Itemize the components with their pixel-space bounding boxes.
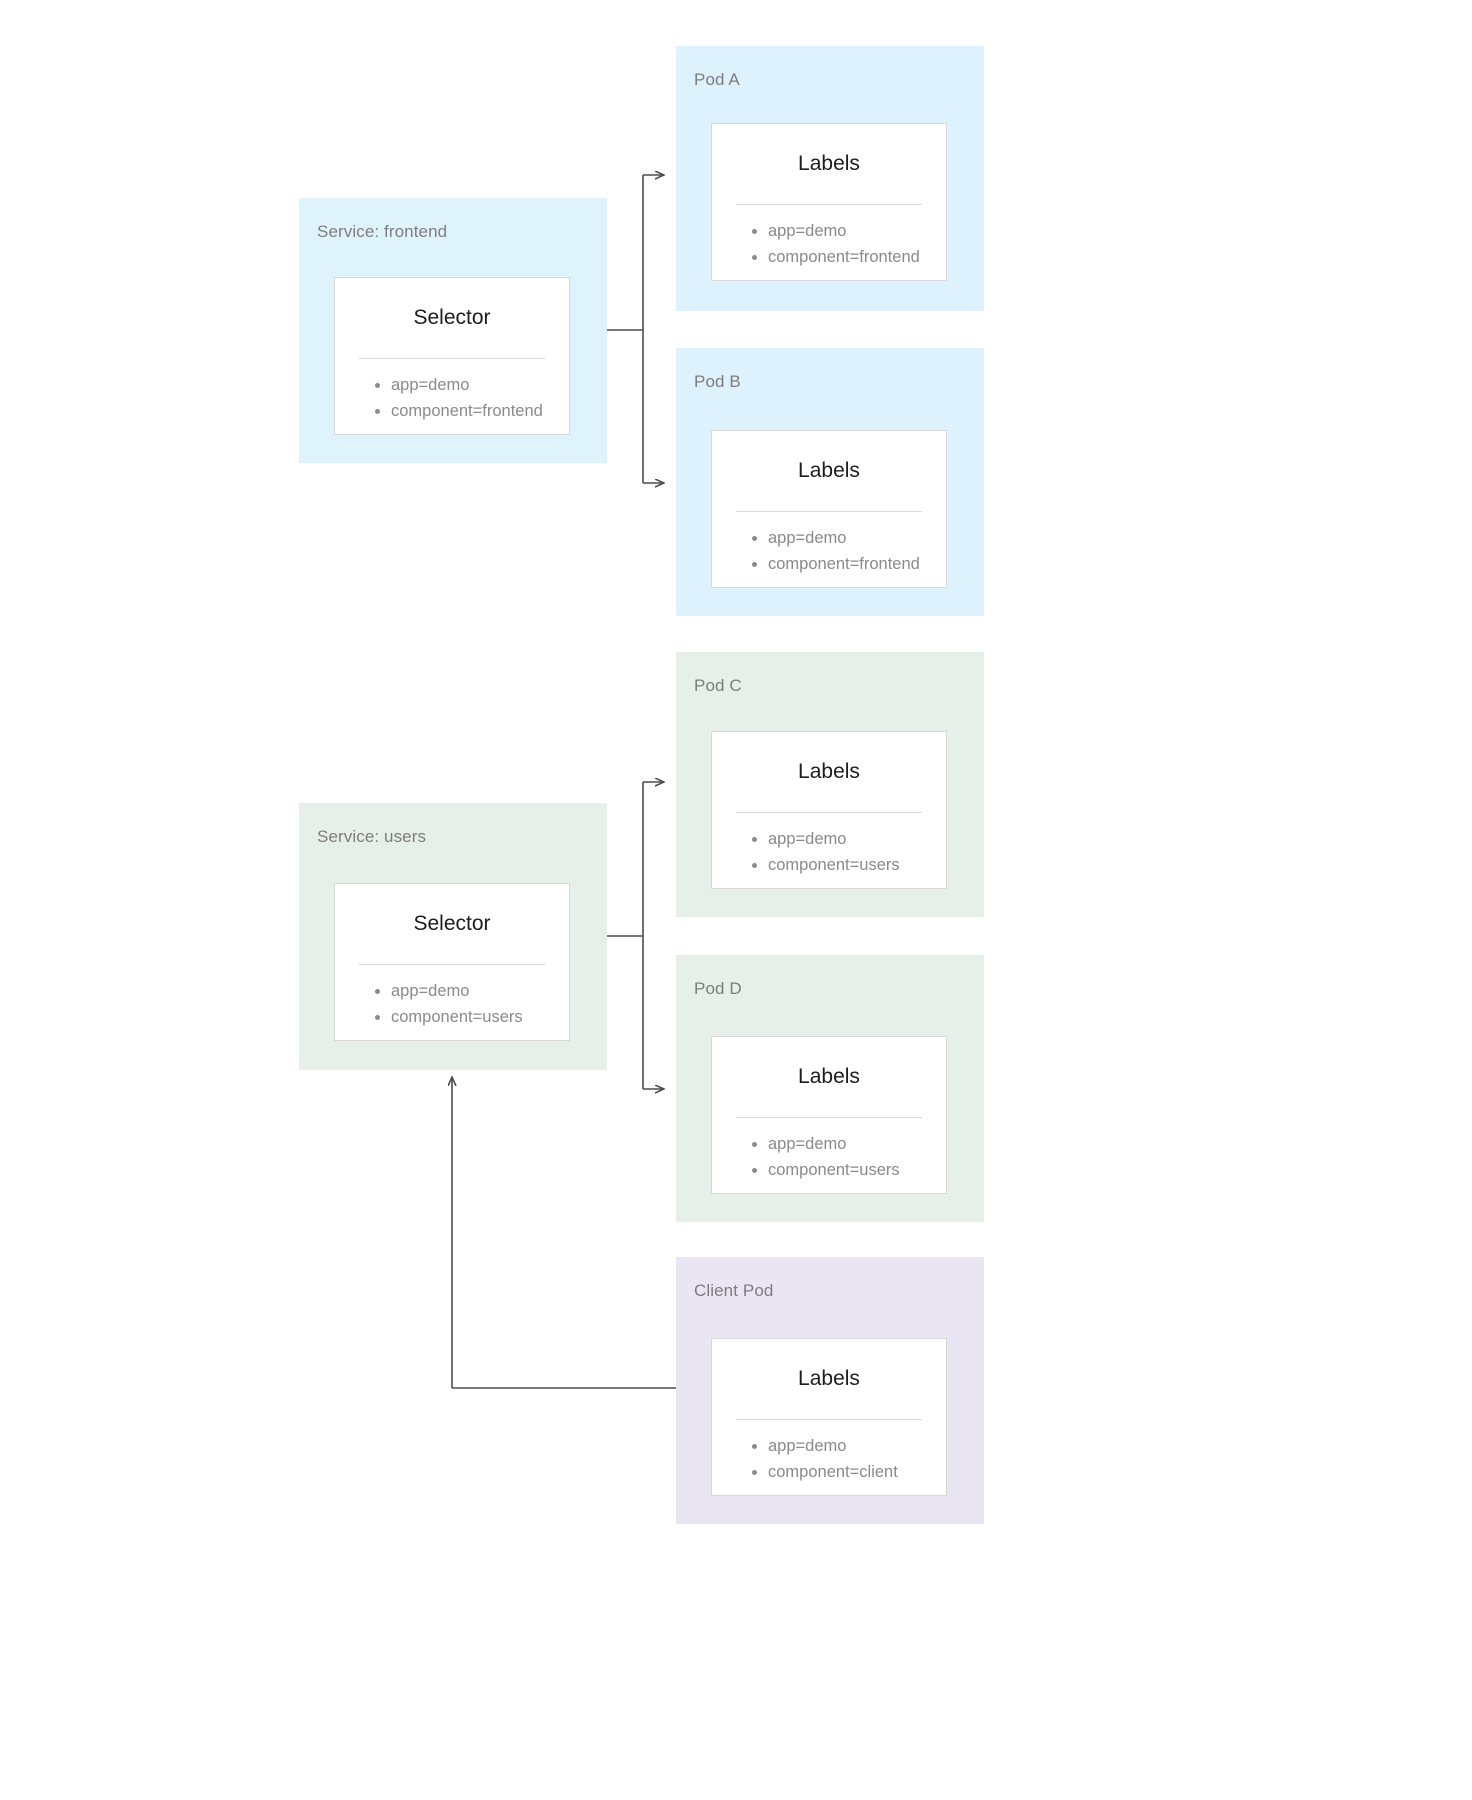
pod-c-card-heading: Labels xyxy=(798,760,860,783)
list-item: app=demo xyxy=(768,526,946,552)
connector-client-to-users xyxy=(452,1077,676,1389)
client-pod-title: Client Pod xyxy=(694,1281,774,1300)
pod-a-card-heading: Labels xyxy=(798,152,860,175)
list-item: component=frontend xyxy=(768,245,946,271)
connector-frontend-fork xyxy=(607,175,664,483)
service-frontend-selector-list: app=demo component=frontend xyxy=(335,373,569,424)
list-item: app=demo xyxy=(768,1434,946,1460)
client-pod-label-list: app=demo component=client xyxy=(712,1434,946,1485)
list-item: component=frontend xyxy=(768,552,946,578)
service-users-selector-card: Selector app=demo component=users xyxy=(334,883,570,1041)
pod-a-group: Pod A Labels app=demo component=frontend xyxy=(676,46,984,311)
pod-a-labels-card: Labels app=demo component=frontend xyxy=(711,123,947,281)
pod-c-title: Pod C xyxy=(694,676,742,695)
pod-a-title: Pod A xyxy=(694,70,740,89)
list-item: app=demo xyxy=(768,827,946,853)
service-frontend-selector-card: Selector app=demo component=frontend xyxy=(334,277,570,435)
pod-a-label-list: app=demo component=frontend xyxy=(712,219,946,270)
service-frontend-group: Service: frontend Selector app=demo comp… xyxy=(299,198,607,463)
client-pod-card-divider xyxy=(736,1419,922,1420)
list-item: app=demo xyxy=(391,979,569,1005)
pod-b-label-list: app=demo component=frontend xyxy=(712,526,946,577)
list-item: component=users xyxy=(391,1005,569,1031)
service-frontend-card-divider xyxy=(359,358,545,359)
pod-d-title: Pod D xyxy=(694,979,742,998)
service-users-card-divider xyxy=(359,964,545,965)
client-pod-group: Client Pod Labels app=demo component=cli… xyxy=(676,1257,984,1524)
pod-d-card-divider xyxy=(736,1117,922,1118)
list-item: component=client xyxy=(768,1460,946,1486)
list-item: app=demo xyxy=(768,219,946,245)
pod-c-card-divider xyxy=(736,812,922,813)
pod-b-title: Pod B xyxy=(694,372,741,391)
service-frontend-card-heading: Selector xyxy=(413,306,491,329)
service-users-title: Service: users xyxy=(317,827,427,846)
pod-b-labels-card: Labels app=demo component=frontend xyxy=(711,430,947,588)
service-frontend-title: Service: frontend xyxy=(317,222,448,241)
pod-b-card-heading: Labels xyxy=(798,459,860,482)
service-users-group: Service: users Selector app=demo compone… xyxy=(299,803,607,1070)
client-pod-labels-card: Labels app=demo component=client xyxy=(711,1338,947,1496)
pod-a-card-divider xyxy=(736,204,922,205)
list-item: component=users xyxy=(768,853,946,879)
list-item: component=frontend xyxy=(391,399,569,425)
list-item: app=demo xyxy=(768,1132,946,1158)
list-item: component=users xyxy=(768,1158,946,1184)
pod-d-group: Pod D Labels app=demo component=users xyxy=(676,955,984,1222)
list-item: app=demo xyxy=(391,373,569,399)
pod-c-label-list: app=demo component=users xyxy=(712,827,946,878)
pod-d-labels-card: Labels app=demo component=users xyxy=(711,1036,947,1194)
client-pod-card-heading: Labels xyxy=(798,1367,860,1390)
connector-users-fork xyxy=(607,782,664,1089)
pod-b-group: Pod B Labels app=demo component=frontend xyxy=(676,348,984,616)
service-users-selector-list: app=demo component=users xyxy=(335,979,569,1030)
service-users-card-heading: Selector xyxy=(413,912,491,935)
pod-b-card-divider xyxy=(736,511,922,512)
pod-d-label-list: app=demo component=users xyxy=(712,1132,946,1183)
pod-c-labels-card: Labels app=demo component=users xyxy=(711,731,947,889)
pod-d-card-heading: Labels xyxy=(798,1065,860,1088)
pod-c-group: Pod C Labels app=demo component=users xyxy=(676,652,984,917)
